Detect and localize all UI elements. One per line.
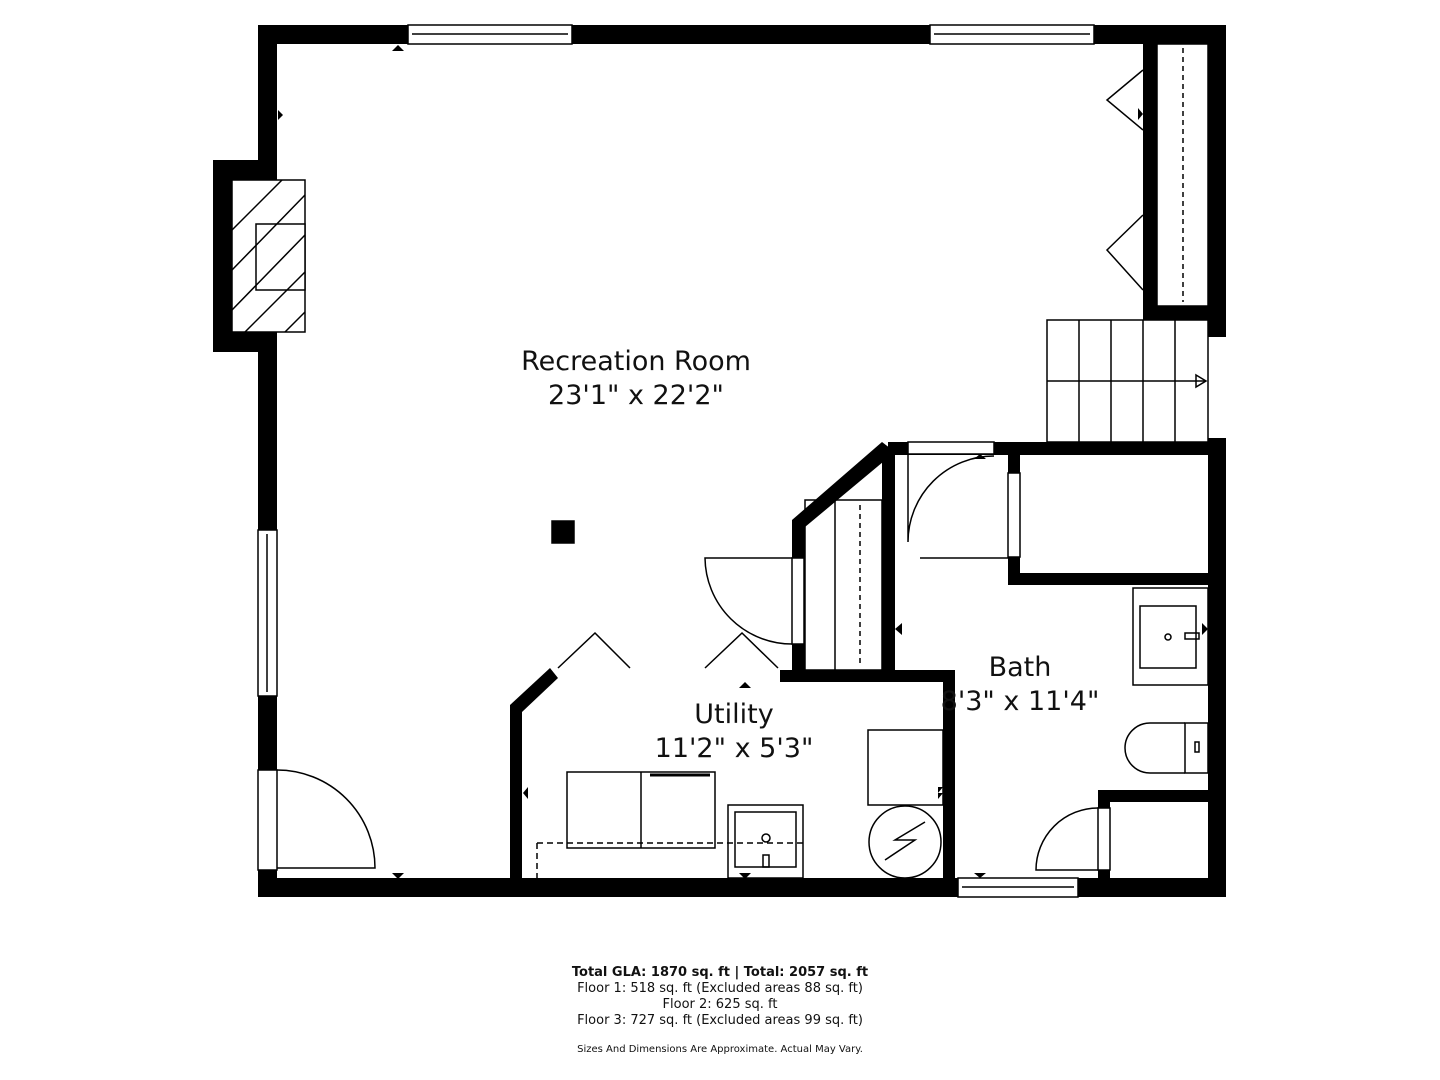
floor-1-area: Floor 1: 518 sq. ft (Excluded areas 88 s… bbox=[577, 981, 863, 996]
room-name: Recreation Room bbox=[521, 346, 751, 377]
floor-3-area: Floor 3: 727 sq. ft (Excluded areas 99 s… bbox=[577, 1013, 863, 1028]
total-area: Total GLA: 1870 sq. ft | Total: 2057 sq.… bbox=[571, 965, 869, 980]
floor-2-area: Floor 2: 625 sq. ft bbox=[662, 997, 778, 1012]
room-label-bath: Bath 8'3" x 11'4" bbox=[941, 651, 1100, 719]
fireplace bbox=[231, 179, 306, 333]
room-dimensions: 23'1" x 22'2" bbox=[548, 380, 724, 411]
room-label-recreation-room: Recreation Room 23'1" x 22'2" bbox=[521, 345, 751, 413]
room-dimensions: 11'2" x 5'3" bbox=[654, 733, 814, 764]
room-dimensions: 8'3" x 11'4" bbox=[940, 686, 1100, 717]
walls bbox=[213, 25, 1226, 897]
room-name: Bath bbox=[988, 652, 1052, 683]
room-label-utility: Utility 11'2" x 5'3" bbox=[655, 698, 814, 766]
doors bbox=[257, 69, 1144, 871]
room-name: Utility bbox=[694, 699, 774, 730]
floor-areas: Floor 1: 518 sq. ft (Excluded areas 88 s… bbox=[0, 981, 1440, 1029]
windows bbox=[257, 24, 1226, 898]
stairs bbox=[804, 43, 1209, 671]
fixtures bbox=[536, 520, 1209, 879]
markers bbox=[278, 45, 1208, 879]
disclaimer: Sizes And Dimensions Are Approximate. Ac… bbox=[577, 1044, 863, 1055]
